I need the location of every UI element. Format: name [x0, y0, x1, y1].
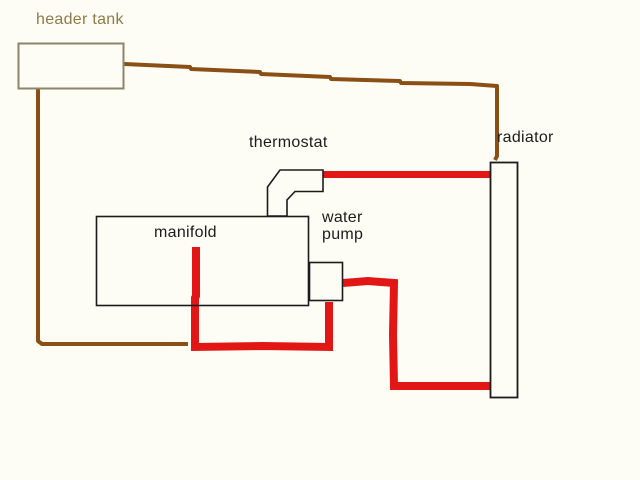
header-tank-box — [17, 42, 125, 90]
water-pump-label: water pump — [322, 209, 364, 243]
water-pump-box — [308, 261, 344, 302]
pipe-pump-to-radiator — [342, 276, 491, 390]
pipe-tank-return-left — [36, 88, 188, 346]
pipe-manifold-to-pump — [191, 247, 333, 352]
radiator-box — [489, 161, 519, 399]
header-tank-label: header tank — [36, 11, 124, 28]
thermostat-housing — [266, 169, 324, 217]
manifold-box — [95, 215, 310, 307]
manifold-label: manifold — [154, 224, 217, 241]
radiator-label: radiator — [497, 129, 554, 146]
thermostat-label: thermostat — [249, 134, 328, 151]
pipe-tank-to-radiator — [123, 62, 499, 161]
